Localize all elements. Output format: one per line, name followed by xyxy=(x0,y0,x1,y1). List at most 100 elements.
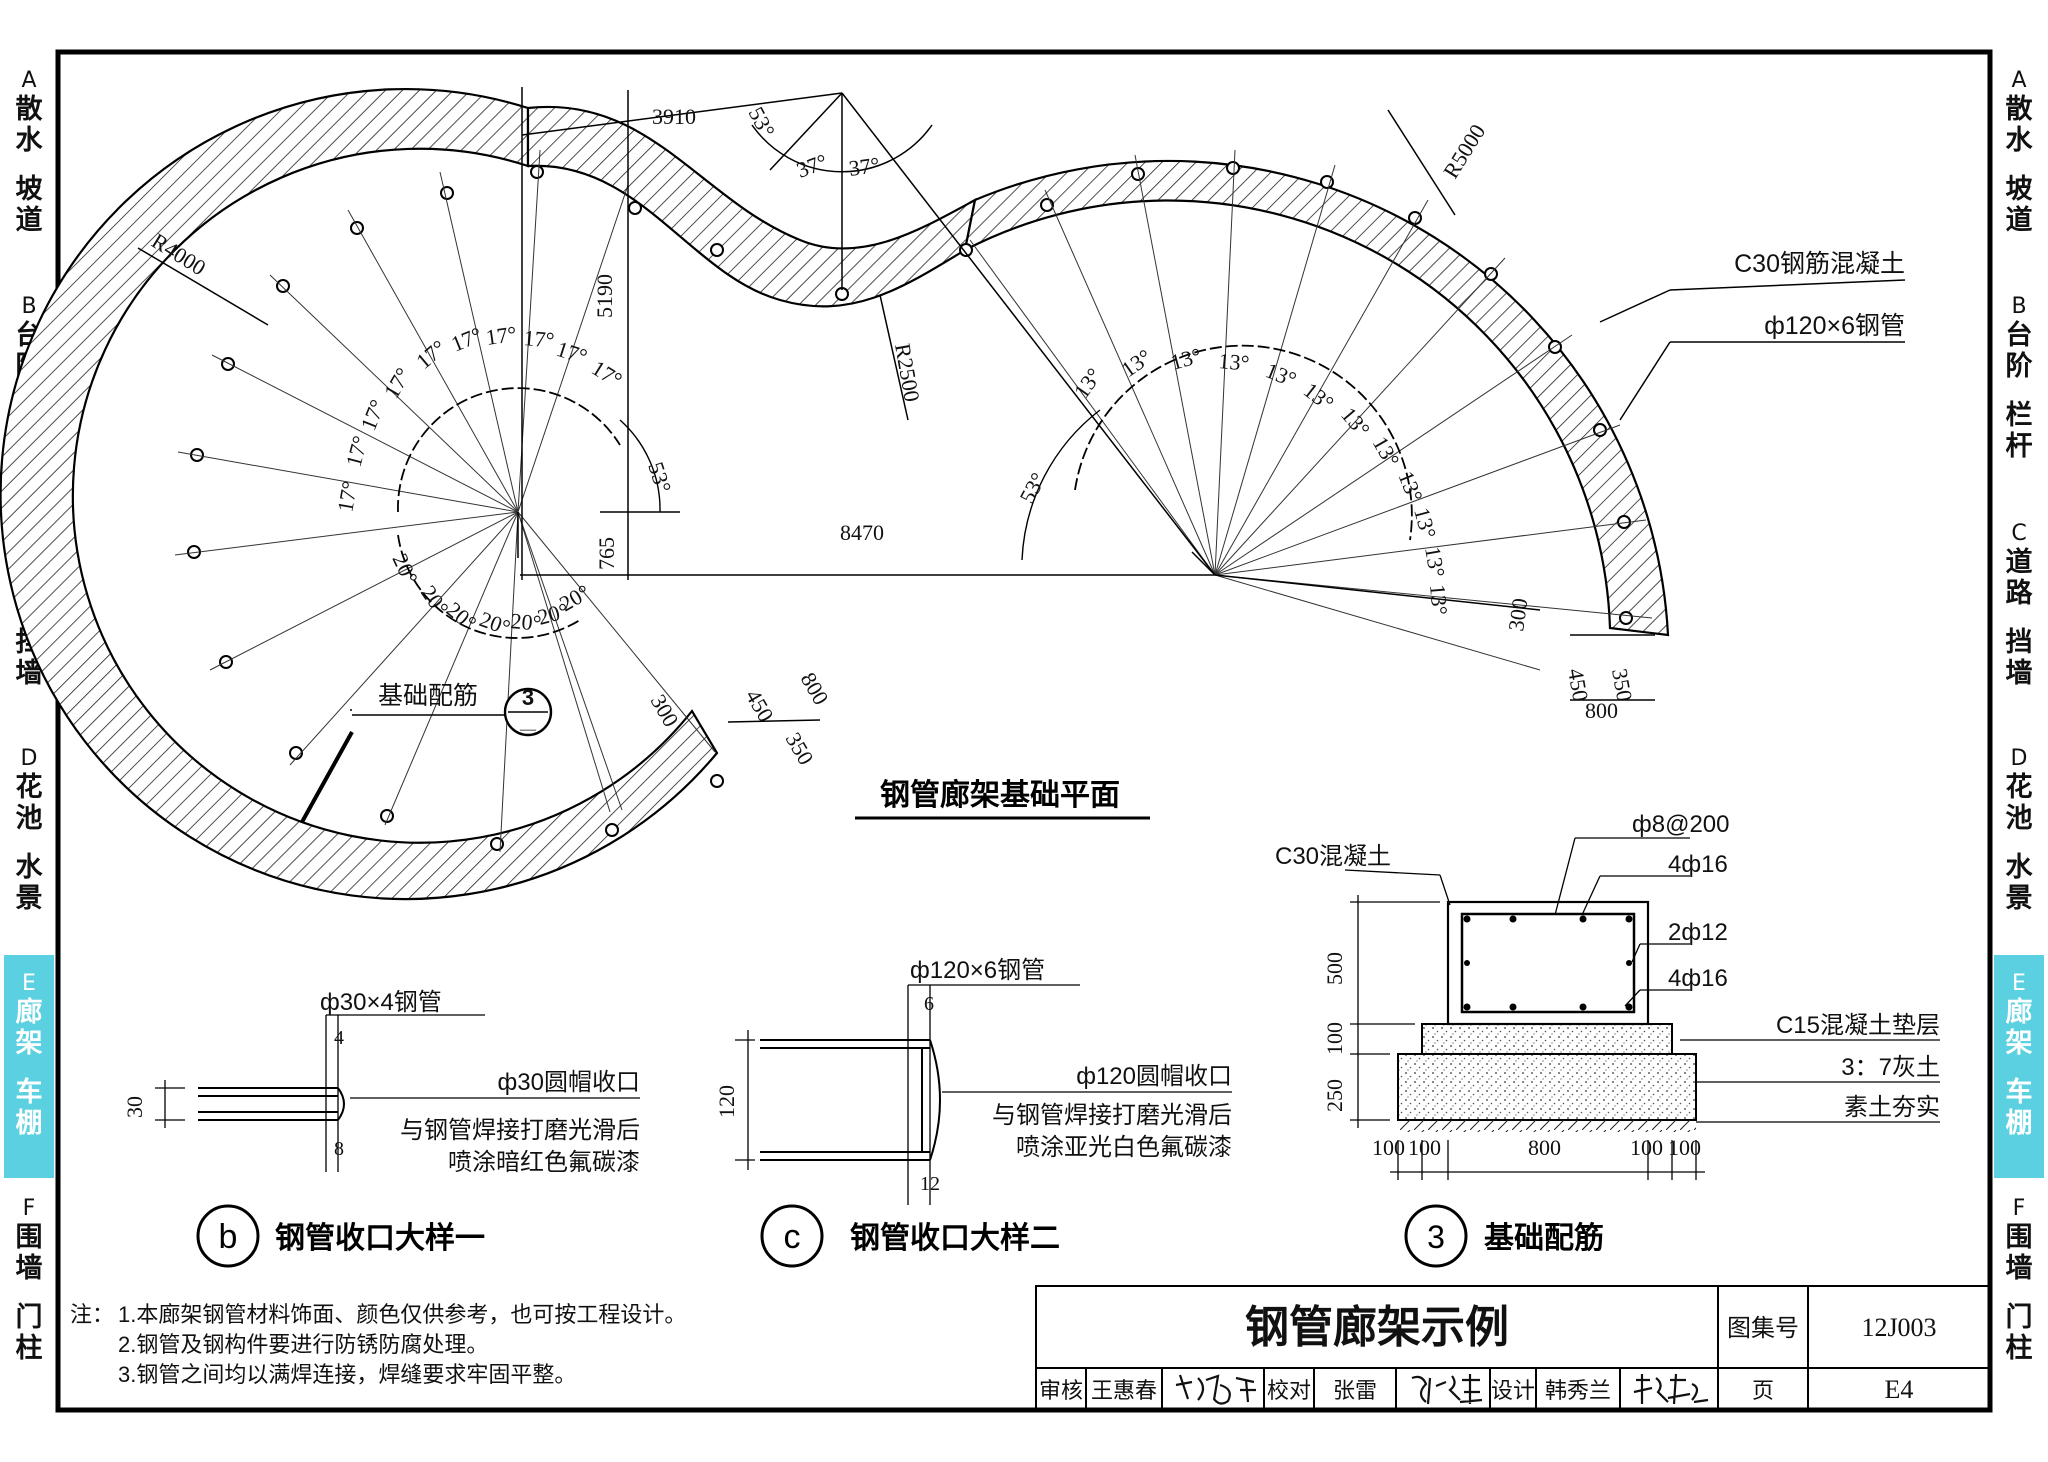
right-53-arc xyxy=(1021,409,1101,561)
ground-hatch xyxy=(1398,1120,1696,1132)
left-angle-20-5: 20° xyxy=(510,608,543,636)
detail-3-top-bar: 4ф16 xyxy=(1668,851,1728,878)
top-angle-37a: 37° xyxy=(793,149,831,183)
detail-c-title: 钢管收口大样二 xyxy=(850,1222,1060,1255)
notes: 注： 1.本廊架钢管材料饰面、颜色仅供参考，也可按工程设计。 2.钢管及钢构件要… xyxy=(70,1302,686,1387)
detail-3-h250: 250 xyxy=(1322,1079,1347,1112)
tab-char: 水 xyxy=(15,852,43,883)
tab-char: 栏 xyxy=(2005,400,2033,431)
detail-3-bot-bar: 4ф16 xyxy=(1668,965,1728,992)
note-2: 2.钢管及钢构件要进行防锈防腐处理。 xyxy=(118,1332,488,1357)
tab-code: D xyxy=(20,746,38,771)
tab-char: 棚 xyxy=(15,1108,43,1139)
dim-8470: 8470 xyxy=(840,520,884,545)
tab-char: 坡 xyxy=(15,174,43,205)
left-angle-17-8: 17° xyxy=(523,325,556,353)
tab-code: B xyxy=(2011,294,2027,319)
tab-char: 架 xyxy=(2005,1028,2033,1059)
checker-signature xyxy=(1411,1374,1483,1405)
detail-b-d30: 30 xyxy=(122,1096,147,1118)
right-angle-13-10: 13° xyxy=(1409,505,1441,541)
detail-b-note1: 与钢管焊接打磨光滑后 xyxy=(400,1117,640,1144)
detail-3-lime: 3：7灰土 xyxy=(1841,1054,1940,1081)
left-angle-20-1: 20° xyxy=(387,550,423,588)
c15-pad xyxy=(1421,1023,1673,1055)
detail-3-side-bar: 2ф12 xyxy=(1668,919,1728,946)
right-radial-lines xyxy=(969,149,1653,671)
pipe-label: ф120×6钢管 xyxy=(1764,312,1905,340)
right-angle-arc xyxy=(1074,344,1413,541)
left-angle-17-6: 17° xyxy=(448,322,486,357)
right-angle-13-6: 13° xyxy=(1299,377,1339,416)
right-angle-13-2: 13° xyxy=(1117,344,1157,382)
dim-800-left: 800 xyxy=(796,668,834,709)
tab-code: A xyxy=(21,68,37,93)
reviewer-name: 王惠春 xyxy=(1091,1378,1157,1403)
left-arc-band xyxy=(0,88,719,901)
detail-c-d120: 120 xyxy=(714,1085,739,1118)
left-angle-17-10: 17° xyxy=(587,355,626,393)
tab-char: 门 xyxy=(2005,1302,2033,1333)
tab-code: E xyxy=(22,971,36,996)
tab-char: 廊 xyxy=(15,997,43,1028)
detail-c-note1: 与钢管焊接打磨光滑后 xyxy=(992,1102,1232,1129)
left-angle-20-4: 20° xyxy=(476,606,514,640)
detail-3-w100b: 100 xyxy=(1408,1135,1441,1160)
tab-code: D xyxy=(2010,746,2028,771)
left-angle-17-1: 17° xyxy=(332,479,362,514)
tab-char: 散 xyxy=(2005,94,2033,125)
designer-signature xyxy=(1633,1373,1709,1405)
left-angle-17-5: 17° xyxy=(411,335,451,374)
tab-char: 围 xyxy=(2005,1222,2033,1253)
check-label: 校对 xyxy=(1267,1378,1311,1403)
tab-char: 花 xyxy=(2005,772,2033,803)
detail-c-note2: 喷涂亚光白色氟碳漆 xyxy=(1016,1134,1232,1161)
tab-char: 廊 xyxy=(2005,997,2033,1028)
tab-code: E xyxy=(2012,971,2026,996)
plan-dimension-lines xyxy=(137,87,1906,723)
left-angle-17-9: 17° xyxy=(553,336,590,369)
right-angle-13-11: 13° xyxy=(1420,545,1450,580)
dim-450-right: 450 xyxy=(1563,667,1593,704)
tab-char: 路 xyxy=(2005,578,2033,609)
detail-c-d6: 6 xyxy=(924,993,934,1015)
dim-300-right: 300 xyxy=(1503,597,1532,633)
rebar-label: 基础配筋 xyxy=(378,682,478,710)
detail-b-d4: 4 xyxy=(334,1027,344,1049)
left-radial-lines xyxy=(174,149,716,853)
detail-b-cap: ф30圆帽收口 xyxy=(498,1069,640,1096)
detail-c-mark-letter: c xyxy=(784,1218,801,1256)
detail-c-cap: ф120圆帽收口 xyxy=(1076,1063,1232,1090)
radius-right-label: R5000 xyxy=(1438,120,1490,183)
right-angle-13-3: 13° xyxy=(1168,343,1204,375)
dim-800-right: 800 xyxy=(1585,698,1618,723)
tab-code: F xyxy=(2012,1196,2026,1221)
left-angle-17-7: 17° xyxy=(484,321,518,350)
detail-3-mark xyxy=(1404,1204,1468,1268)
left-angle-17-4: 17° xyxy=(379,363,416,402)
tab-char: 坡 xyxy=(2005,174,2033,205)
note-3: 3.钢管之间均以满焊连接，焊缝要求牢固平整。 xyxy=(118,1362,576,1387)
detail-3-w100a: 100 xyxy=(1372,1135,1405,1160)
rebar-section-mark xyxy=(300,731,354,823)
radius-mid-label: R2500 xyxy=(890,342,925,404)
tab-char: 散 xyxy=(15,94,43,125)
top-angle-53: 53° xyxy=(744,103,781,142)
lime-soil-layer xyxy=(1397,1053,1697,1121)
detail-3-w800: 800 xyxy=(1528,1135,1561,1160)
notes-label: 注： xyxy=(70,1302,114,1327)
detail-3-title: 基础配筋 xyxy=(1484,1222,1604,1255)
tab-code: C xyxy=(2011,521,2027,546)
left-angle-53: 53° xyxy=(643,459,676,496)
